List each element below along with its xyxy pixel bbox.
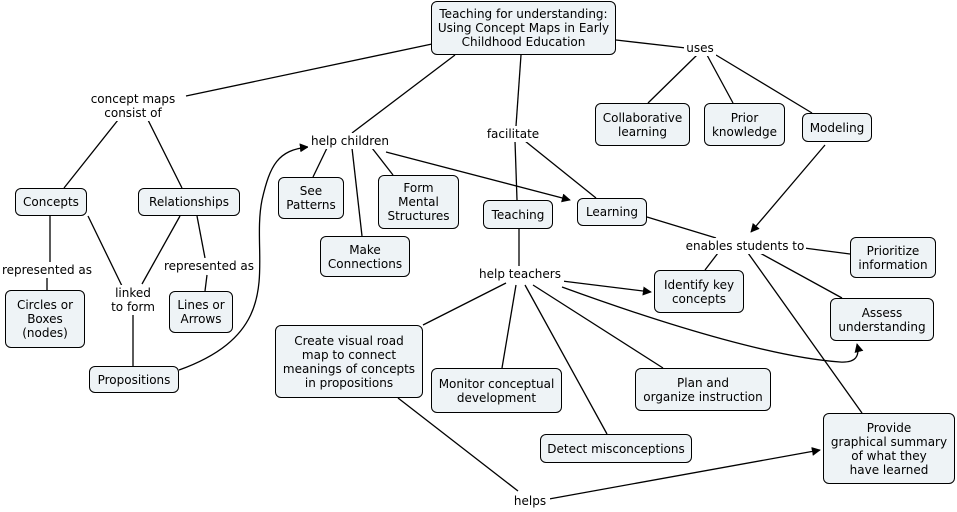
line-create-visual-helps <box>397 397 519 492</box>
line-ht-monitor <box>501 284 517 369</box>
line-facilitate-learning <box>524 140 597 199</box>
node-concepts: Concepts <box>15 188 87 216</box>
line-hc-make-connections <box>351 147 363 237</box>
node-prior-knowledge-text: Prior knowledge <box>711 110 778 139</box>
line-concepts-linked <box>87 215 123 287</box>
link-facilitate-text: facilitate <box>486 127 540 141</box>
link-represented-as-relationships: represented as <box>162 258 256 274</box>
link-help-teachers: help teachers <box>476 266 564 282</box>
line-enables-assess <box>759 252 843 299</box>
node-circles-or-boxes-text: Circles or Boxes (nodes) <box>16 298 74 340</box>
line-consist-concepts <box>63 119 119 189</box>
node-relationships: Relationships <box>138 188 240 216</box>
line-ht-assess <box>561 286 864 363</box>
node-prior-knowledge: Prior knowledge <box>704 103 785 146</box>
link-helps-text: helps <box>513 494 547 508</box>
node-make-connections-text: Make Connections <box>327 242 403 271</box>
node-provide-graphical-summary-text: Provide graphical summary of what they h… <box>830 420 948 477</box>
link-linked-to-form: linked to form <box>106 285 160 315</box>
node-form-mental-structures-text: Form Mental Structures <box>387 181 450 223</box>
line-learning-enables <box>646 216 717 239</box>
link-helps: helps <box>510 493 550 509</box>
line-relationships-linked <box>141 215 181 285</box>
node-prioritize-information-text: Prioritize information <box>858 243 928 272</box>
line-ht-identify <box>561 280 652 296</box>
line-main-facilitate <box>515 54 522 127</box>
link-concept-maps-consist-of-text: concept maps consist of <box>90 92 176 120</box>
node-modeling: Modeling <box>802 113 872 142</box>
node-assess-understanding: Assess understanding <box>830 298 934 341</box>
node-monitor-conceptual-development-text: Monitor conceptual development <box>438 376 555 405</box>
node-propositions: Propositions <box>89 366 179 393</box>
node-create-visual-road-map-text: Create visual road map to connect meanin… <box>282 333 416 390</box>
line-uses-prior <box>706 54 734 104</box>
line-rep-lines <box>204 274 208 292</box>
line-ht-detect <box>524 284 608 435</box>
line-enables-provide <box>747 252 863 414</box>
node-prioritize-information: Prioritize information <box>850 237 936 278</box>
link-represented-as-concepts: represented as <box>0 262 94 278</box>
node-form-mental-structures: Form Mental Structures <box>378 175 459 229</box>
node-circles-or-boxes: Circles or Boxes (nodes) <box>5 290 85 348</box>
line-relationships-rep <box>196 215 206 259</box>
node-learning: Learning <box>577 198 647 226</box>
line-modeling-enables <box>750 144 826 233</box>
node-make-connections: Make Connections <box>320 236 410 277</box>
line-main-help-children <box>351 54 456 134</box>
link-represented-as-concepts-text: represented as <box>1 263 93 277</box>
node-lines-or-arrows: Lines or Arrows <box>169 291 233 333</box>
link-uses: uses <box>684 40 716 56</box>
link-linked-to-form-text: linked to form <box>111 286 155 314</box>
link-help-children: help children <box>308 133 392 149</box>
line-main-uses <box>615 39 687 49</box>
node-propositions-text: Propositions <box>97 372 171 387</box>
node-provide-graphical-summary: Provide graphical summary of what they h… <box>823 413 955 484</box>
node-see-patterns: See Patterns <box>278 177 344 219</box>
line-consist-relationships <box>147 119 183 189</box>
line-main-consist <box>185 43 433 97</box>
line-enables-identify <box>704 252 719 271</box>
node-detect-misconceptions-text: Detect misconceptions <box>547 441 685 456</box>
link-enables-students-to: enables students to <box>684 238 806 254</box>
line-facilitate-teaching <box>514 140 518 201</box>
node-plan-organize-instruction: Plan and organize instruction <box>635 368 771 411</box>
line-uses-modeling <box>715 54 813 114</box>
node-collaborative-learning: Collaborative learning <box>595 103 690 146</box>
node-main-topic-text: Teaching for understanding: Using Concep… <box>437 7 610 49</box>
link-uses-text: uses <box>686 41 714 55</box>
link-enables-students-to-text: enables students to <box>685 239 805 253</box>
node-see-patterns-text: See Patterns <box>286 184 336 212</box>
line-propositions-help-children <box>178 143 309 371</box>
link-facilitate: facilitate <box>484 126 542 142</box>
link-concept-maps-consist-of: concept maps consist of <box>88 91 178 121</box>
node-assess-understanding-text: Assess understanding <box>838 305 926 334</box>
node-learning-text: Learning <box>585 205 639 219</box>
link-help-children-text: help children <box>311 134 389 148</box>
line-uses-collaborative <box>647 54 698 104</box>
node-concepts-text: Concepts <box>23 195 79 209</box>
node-teaching-text: Teaching <box>491 207 545 222</box>
node-collaborative-learning-text: Collaborative learning <box>602 110 683 139</box>
line-hc-learning <box>385 151 571 203</box>
node-detect-misconceptions: Detect misconceptions <box>540 434 692 463</box>
node-main-topic: Teaching for understanding: Using Concep… <box>431 1 616 55</box>
node-teaching: Teaching <box>483 200 553 229</box>
line-hc-form-mental <box>371 147 394 176</box>
line-helps-provide <box>548 447 821 500</box>
node-monitor-conceptual-development: Monitor conceptual development <box>431 368 562 413</box>
node-plan-organize-instruction-text: Plan and organize instruction <box>643 375 763 404</box>
node-identify-key-concepts: Identify key concepts <box>654 270 744 313</box>
node-identify-key-concepts-text: Identify key concepts <box>663 277 735 306</box>
line-hc-see-patterns <box>312 147 328 178</box>
node-relationships-text: Relationships <box>149 195 229 209</box>
node-create-visual-road-map: Create visual road map to connect meanin… <box>275 325 423 398</box>
line-ht-create-visual <box>422 282 507 326</box>
link-help-teachers-text: help teachers <box>479 267 561 281</box>
node-lines-or-arrows-text: Lines or Arrows <box>177 298 225 326</box>
line-ht-plan <box>532 284 664 369</box>
line-enables-prioritize <box>803 247 851 255</box>
node-modeling-text: Modeling <box>809 120 865 135</box>
link-represented-as-relationships-text: represented as <box>163 259 255 273</box>
